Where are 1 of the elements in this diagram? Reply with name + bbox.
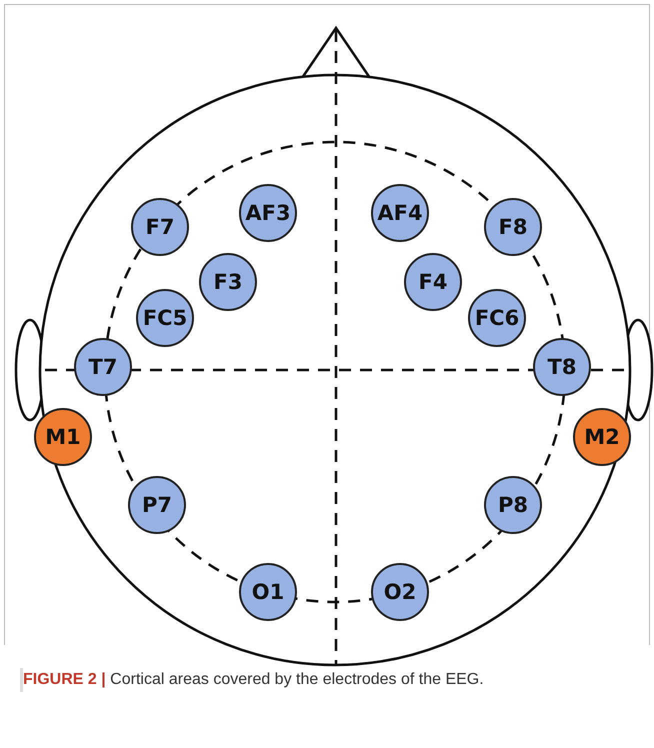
figure-caption: FIGURE 2 | Cortical areas covered by the electrodes of the EEG. bbox=[20, 668, 583, 692]
